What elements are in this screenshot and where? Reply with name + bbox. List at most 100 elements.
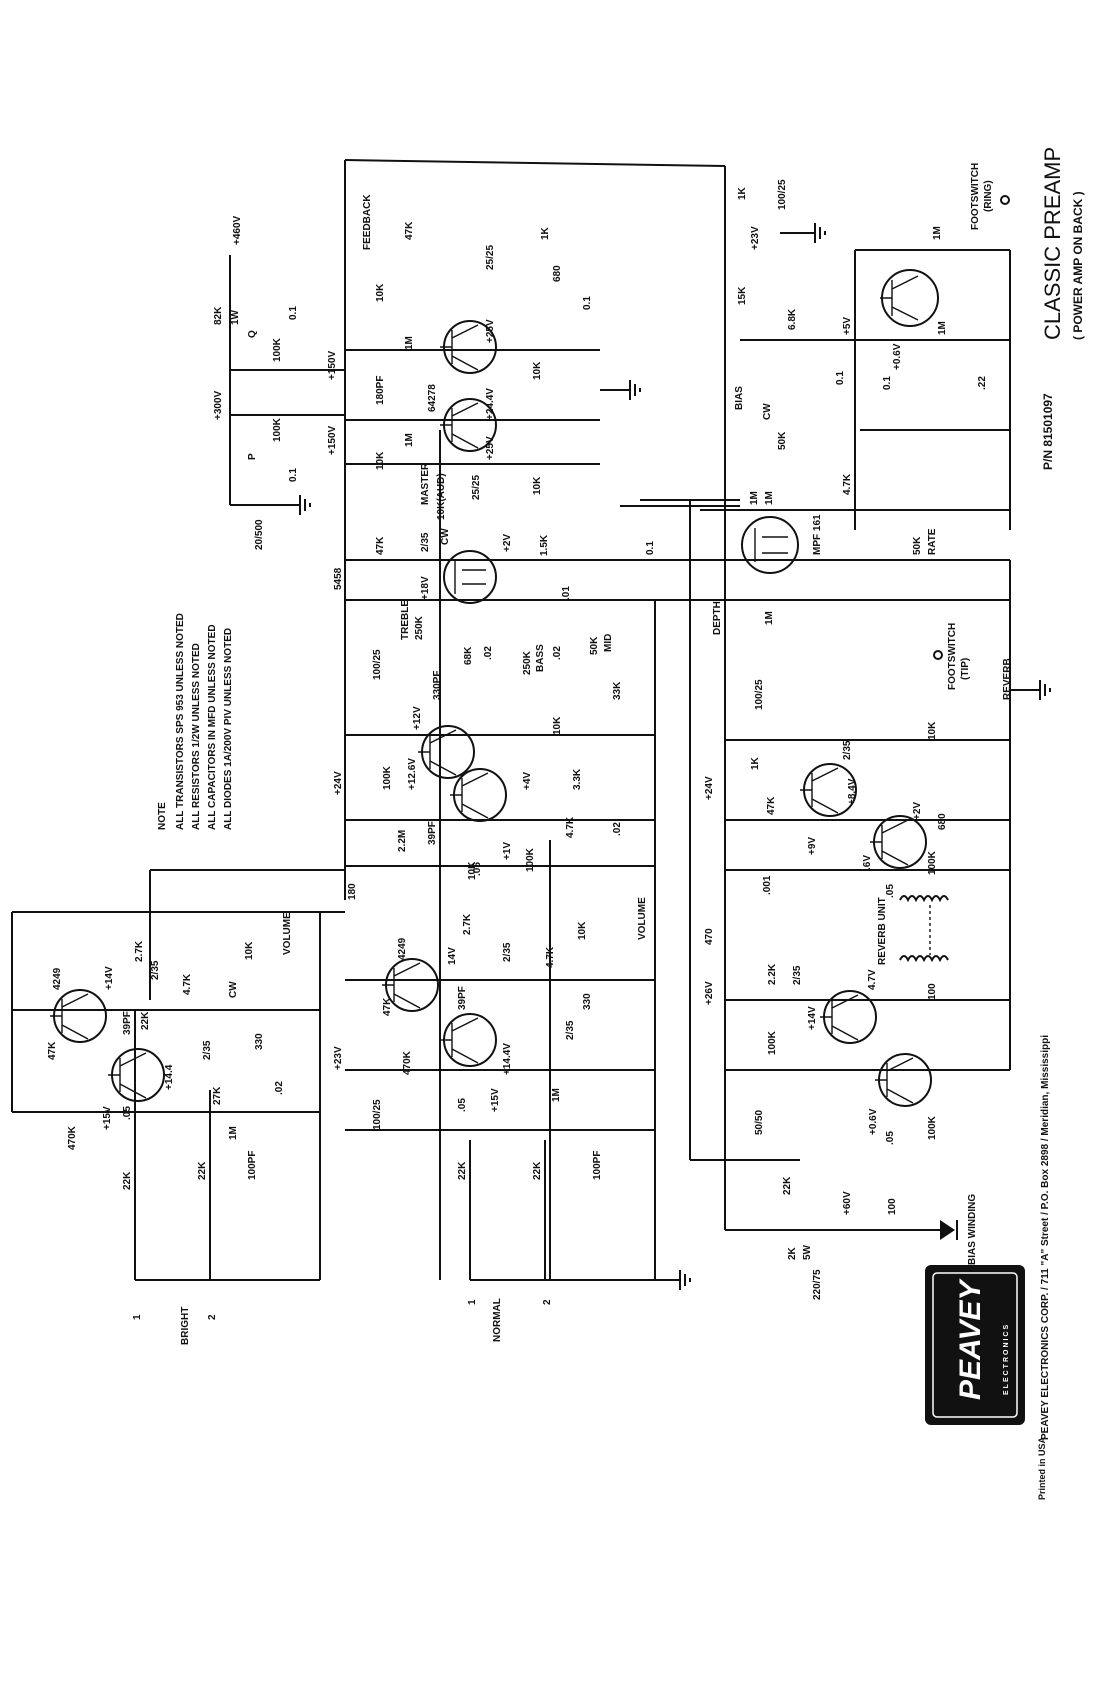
label-2-35-reverb-b: 2/35	[792, 965, 803, 985]
label-100-25-normal: 100/25	[372, 1099, 383, 1130]
transistor-normal-2	[440, 1013, 497, 1067]
label-10k-a: 10K	[375, 283, 386, 302]
label-0-6v-reverb: +0.6V	[868, 1108, 879, 1135]
vibrato-section-labels: FOOTSWITCH (RING) 1M 1K 100/25 +23V 15K …	[734, 163, 994, 555]
label-27k-bright: 27K	[212, 1086, 223, 1105]
reverb-unit-coils	[899, 895, 949, 963]
label-23v-vib: +23V	[750, 226, 761, 250]
label-4249-normal: 4249	[397, 937, 408, 960]
label-0-1-b: 0.1	[645, 541, 656, 555]
label-5458: 5458	[333, 567, 344, 590]
label-1m-vib-b: 1M	[937, 321, 948, 335]
label-2-35-tube: 2/35	[420, 532, 431, 552]
label-24-4v: +24.4V	[485, 388, 496, 420]
label-mpf161: MPF 161	[812, 514, 823, 555]
label-mid-val: 50K	[589, 636, 600, 655]
label-05-tone: .05	[472, 862, 483, 876]
label-8-4v: +8.4V	[847, 778, 858, 805]
label-680-reverb: 680	[937, 813, 948, 830]
label-47k-bright: 47K	[47, 1041, 58, 1060]
label-bias: BIAS	[734, 386, 745, 410]
label-4v: +4V	[522, 772, 533, 790]
label-100k-reverb: 100K	[927, 850, 938, 875]
label-25v-b: +25V	[485, 436, 496, 460]
transistor-bright-2	[108, 1048, 165, 1102]
label-150v-a: +150V	[327, 350, 338, 380]
transistor-5458-fet	[443, 550, 497, 604]
label-reverb-unit: REVERB UNIT	[877, 897, 888, 965]
label-cw-bias: CW	[762, 403, 773, 420]
schematic-subtitle: ( POWER AMP ON BACK )	[1071, 191, 1085, 340]
label-2-35-normal-b: 2/35	[565, 1020, 576, 1040]
label-2v-reverb: +2V	[912, 802, 923, 820]
label-feedback: FEEDBACK	[362, 194, 373, 250]
transistor-vibrato	[880, 269, 939, 327]
label-22k-normal-b: 22K	[532, 1161, 543, 1180]
label-23v: +23V	[333, 1046, 344, 1070]
label-2v-tube: +2V	[502, 534, 513, 552]
ground-symbols	[290, 223, 1051, 1290]
label-100-reverb: 100	[927, 983, 938, 1000]
label-68k: 68K	[463, 646, 474, 665]
label-6v: .6V	[862, 855, 873, 870]
label-64278: 64278	[427, 384, 438, 412]
label-05-bright: .05	[122, 1106, 133, 1120]
label-1m-normal: 1M	[551, 1088, 562, 1102]
label-100k-b: 100K	[272, 417, 283, 442]
label-1-5k: 1.5K	[539, 534, 550, 556]
label-100k-tone-b: 100K	[525, 847, 536, 872]
label-330pf: 330PF	[432, 671, 443, 700]
label-20-500: 20/500	[254, 519, 265, 550]
note-line-2: ALL RESISTORS 1/2W UNLESS NOTED	[191, 643, 202, 830]
label-rate-50k: 50K	[912, 536, 923, 555]
label-1k-reverb: 1K	[750, 756, 761, 770]
label-footswitch-tip: FOOTSWITCH	[947, 623, 958, 690]
label-5v-vib: +5V	[842, 317, 853, 335]
footswitch-terminals	[933, 195, 1010, 660]
transistor-tone-1	[418, 725, 475, 779]
label-47k-normal: 47K	[382, 997, 393, 1016]
part-number-block: P/N 81501097	[1041, 393, 1055, 470]
label-9v: +9V	[807, 837, 818, 855]
label-rate: RATE	[927, 528, 938, 555]
label-100-25-tone: 100/25	[372, 649, 383, 680]
label-2-2m: 2.2M	[397, 830, 408, 852]
label-1m-vib-c: 1M	[749, 491, 760, 505]
label-02-a: .02	[483, 646, 494, 660]
label-100pf-bright: 100PF	[247, 1151, 258, 1180]
label-4-7v: 4.7V	[867, 969, 878, 990]
label-1w: 1W	[230, 309, 241, 325]
note-line-3: ALL CAPACITORS IN MFD UNLESS NOTED	[207, 624, 218, 830]
label-footswitch-ring: FOOTSWITCH	[970, 163, 981, 230]
label-39pf-bright: 39PF	[122, 1011, 133, 1035]
label-10k-b: 10K	[375, 451, 386, 470]
label-c01: 0.1	[582, 296, 593, 310]
label-2-35-bright-b: 2/35	[150, 960, 161, 980]
label-1k: 1K	[540, 226, 551, 240]
peavey-logo: PEAVEY ELECTRONICS	[925, 1265, 1025, 1425]
label-normal-in2: 2	[542, 1299, 553, 1305]
label-10k-normal: 10K	[467, 861, 478, 880]
label-normal-in1: 1	[467, 1299, 478, 1305]
label-4-7k-bright: 4.7K	[182, 973, 193, 995]
label-150v-b: +150V	[327, 425, 338, 455]
label-1k-vib: 1K	[737, 186, 748, 200]
label-bias-50k: 50K	[777, 431, 788, 450]
label-1v: +1V	[502, 842, 513, 860]
title-block: CLASSIC PREAMP ( POWER AMP ON BACK )	[1040, 147, 1085, 340]
label-cw-master: CW	[440, 528, 451, 545]
wiring	[11, 159, 1011, 1281]
label-mid: MID	[603, 634, 614, 652]
label-05-reverb: .05	[885, 884, 896, 898]
label-master-val: 10K(AUD)	[436, 473, 447, 520]
transistors	[50, 269, 939, 1107]
label-12v: +12V	[412, 706, 423, 730]
label-1m-reverb: 1M	[764, 611, 775, 625]
label-460v: +460V	[232, 215, 243, 245]
label-82k: 82K	[213, 306, 224, 325]
transistor-bright-4249	[50, 989, 107, 1043]
label-1m-a: 1M	[404, 336, 415, 350]
label-22k-bright-c: 22K	[140, 1011, 151, 1030]
label-4-7k-vib: 4.7K	[842, 473, 853, 495]
